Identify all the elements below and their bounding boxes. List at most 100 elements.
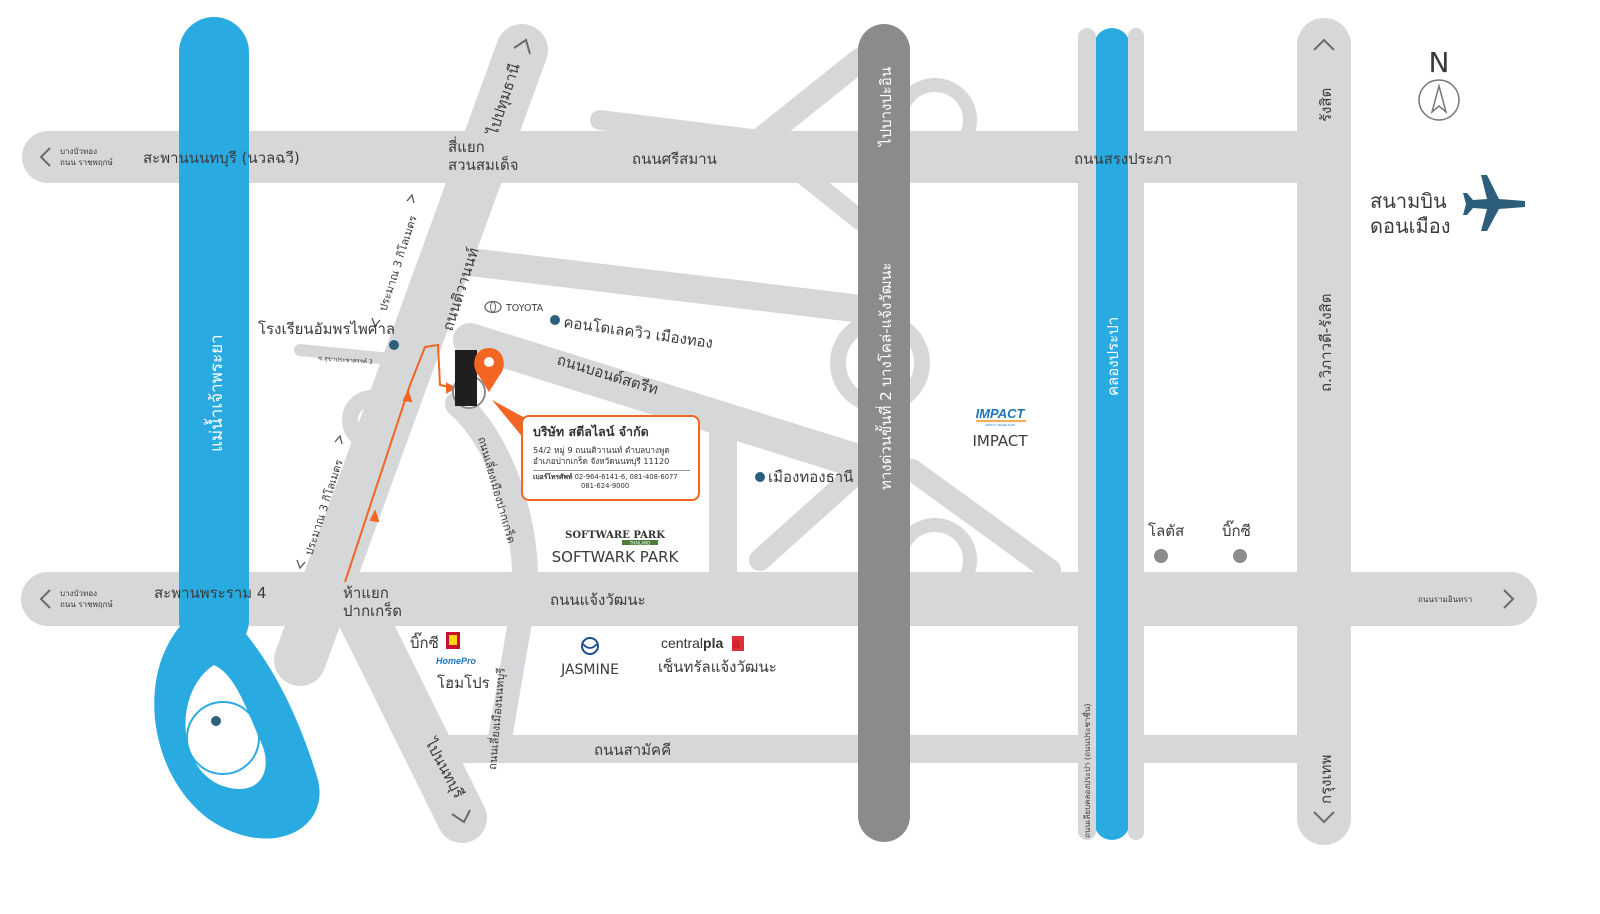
jasmine-logo-inner <box>582 643 598 649</box>
label-toyota: TOYOTA <box>505 303 544 314</box>
label-muangthong: เมืองทองธานี <box>768 468 853 486</box>
khlong-prapa-border-r <box>1128 28 1144 840</box>
compass-needle-icon <box>1430 83 1448 115</box>
software-park-logo: SOFTWARE PARK <box>565 530 665 541</box>
label-to-bang-pa-in: ไปบางปะอิน <box>877 67 895 147</box>
route-arrow-2 <box>402 389 413 403</box>
road-expressway-ramp-nw <box>590 110 870 230</box>
label-khlong-side-road: ถนนเลียบคลองประปา (ถนนประชาชื่น) <box>1081 704 1092 838</box>
chevron-up-icon <box>513 38 531 55</box>
central-logo-part-1: central <box>661 635 703 651</box>
label-vibhavadi: ถ.วิภาวดี-รังสิต <box>1317 294 1335 392</box>
toyota-logo-icon <box>484 300 502 314</box>
company-marker <box>452 348 525 440</box>
phone-numbers-1: 02-964-6141-6, 081-408-6077 <box>574 473 678 481</box>
road-end-arrows <box>39 38 1515 824</box>
route-arrow-3 <box>446 382 458 394</box>
label-rangsit: รังสิต <box>1317 88 1335 122</box>
chevron-down-icon <box>1313 811 1335 824</box>
airport-label-2: ดอนเมือง <box>1370 214 1450 238</box>
label-homepro: โฮมโปร <box>437 674 490 692</box>
homepro-logo: HomePro <box>436 656 477 666</box>
expressway-bar <box>858 24 910 842</box>
toyota-logo-inner <box>490 301 496 313</box>
label-condo: คอนโดเลควิว เมืองทอง <box>562 313 714 352</box>
software-park-logo-bar <box>622 540 658 545</box>
label-ramintra: ถนนรามอินทรา <box>1418 595 1472 604</box>
compass-circle-icon <box>1418 79 1460 121</box>
bigc-right-dot <box>1233 549 1247 563</box>
airport-label-1: สนามบิน <box>1370 189 1447 213</box>
lotus-dot <box>1154 549 1168 563</box>
impact-logo: IMPACT <box>976 406 1026 421</box>
jasmine-logo-icon <box>581 637 599 655</box>
road-bond-street <box>453 323 897 485</box>
label-top-left-dir: บางบัวทอง <box>60 147 97 156</box>
label-samakkhi: ถนนสามัคคี <box>594 741 671 759</box>
label-bigc-right: บิ๊กซี <box>1222 520 1251 540</box>
company-phone-1: เบอร์โทรศัพท์ 02-964-6141-6, 081-408-607… <box>533 473 690 482</box>
label-impact: IMPACT <box>972 432 1028 450</box>
callout-pointer <box>492 400 525 440</box>
phone-numbers-2: 081-624-9000 <box>581 482 630 490</box>
chevron-left-icon <box>39 589 51 609</box>
pin-icon <box>474 348 504 392</box>
card-divider <box>533 470 690 471</box>
arrow-down-icon <box>296 559 306 570</box>
label-bottom-left-dir: บางบัวทอง <box>60 589 97 598</box>
chevron-up-icon <box>1313 38 1335 51</box>
central-logo-part-3: Z <box>723 635 732 651</box>
chevron-right-icon <box>1503 589 1515 609</box>
airplane-icon <box>1463 175 1525 231</box>
label-top-left-dir2: ถนน ราชพฤกษ์ <box>60 157 113 167</box>
chevron-down-icon <box>451 809 471 824</box>
label-junction-top-1: สี่แยก <box>448 136 485 156</box>
road-soi <box>294 344 426 368</box>
label-software-park: SOFTWARK PARK <box>552 548 680 566</box>
places: TOYOTA คอนโดเลควิว เมืองทอง โรงเรียนอัมพ… <box>258 300 1251 692</box>
route-arrow-1 <box>369 509 380 523</box>
route-path <box>344 343 458 583</box>
island-ring <box>186 701 260 775</box>
impact-logo-tag: IMPACT TRADE FAIR <box>985 423 1015 427</box>
company-name: บริษัท สตีลไลน์ จำกัด <box>533 424 649 439</box>
roundabout-pakkret <box>342 390 402 450</box>
label-bangkok: กรุงเทพ <box>1317 755 1336 804</box>
building-icon <box>455 350 477 406</box>
central-logo-part-2: pla <box>703 635 723 651</box>
road-expressway-ramp-ne <box>748 48 872 152</box>
road-pakkret-bypass <box>445 391 539 593</box>
company-info-card: บริษัท สตีลไลน์ จำกัด 54/2 หมู่ 9 ถนนติว… <box>521 415 700 501</box>
arrow-down-icon <box>371 317 381 328</box>
muangthong-dot <box>755 472 765 482</box>
label-chaengwattana: ถนนแจ้งวัฒนะ <box>550 591 646 609</box>
label-srisaman: ถนนศรีสมาน <box>632 150 717 168</box>
label-central: เซ็นทรัลแจ้งวัฒนะ <box>658 657 777 676</box>
label-junction-top-2: สวนสมเด็จ <box>448 155 519 174</box>
company-address-1: 54/2 หมู่ 9 ถนนติวานนท์ ตำบลบางพูด <box>533 445 670 455</box>
road-nonthaburi-bypass <box>486 598 534 762</box>
road-expressway-ramp-sw <box>749 459 871 571</box>
road-expressway-ramp-se <box>901 459 1061 581</box>
road-upper-link <box>456 248 884 324</box>
label-river: แม่น้ำเจ้าพระยา <box>204 334 227 452</box>
arrow-up-icon <box>406 193 415 204</box>
label-bottom-left-dir2: ถนน ราชพฤกษ์ <box>60 599 113 609</box>
company-phone-2: 081-624-9000 <box>533 482 690 491</box>
school-dot <box>389 340 399 350</box>
island-koh-kret <box>185 665 266 789</box>
label-lotus: โลตัส <box>1148 522 1184 540</box>
compass-letter: N <box>1429 46 1450 79</box>
label-rama4-bridge: สะพานพระราม 4 <box>154 584 266 602</box>
company-address-2: อำเภอปากเกร็ด จังหวัดนนทบุรี 11120 <box>533 456 670 466</box>
phone-label: เบอร์โทรศัพท์ <box>533 473 573 481</box>
label-bigc-left: บิ๊กซี <box>410 632 439 652</box>
route-line <box>344 343 456 583</box>
label-expressway: ทางด่วนขั้นที่ 2 บางโคล่-แจ้งวัฒนะ <box>875 262 895 490</box>
label-nonthaburi-bridge: สะพานนนทบุรี (นวลฉวี) <box>143 149 300 168</box>
label-soi: ซ.สุขาประชาสรรค์ 3 <box>318 354 373 366</box>
condo-dot <box>550 315 560 325</box>
label-jasmine: JASMINE <box>560 662 619 678</box>
road-to-nonthaburi <box>335 587 487 843</box>
